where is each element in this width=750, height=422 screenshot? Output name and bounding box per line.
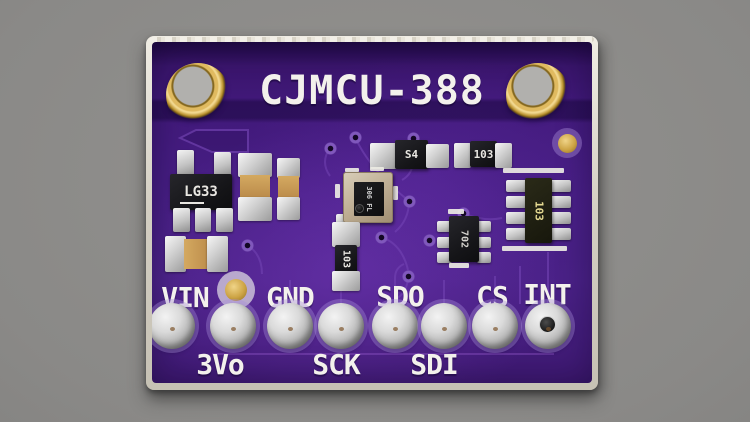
solder-pad-int (525, 303, 571, 349)
regulator-lead (173, 208, 190, 232)
via (402, 270, 415, 283)
pin-label-sdi: SDI (410, 348, 459, 381)
diode-chip: S4 (395, 140, 428, 169)
sensor-silk-tick (335, 184, 340, 198)
rnet-lead (506, 228, 528, 240)
ic-chip: 702 (449, 216, 479, 262)
via (403, 195, 416, 208)
diode-marking: S4 (404, 148, 419, 161)
solder-pad-sdi (421, 303, 467, 349)
rnet-lead (506, 196, 528, 208)
capacitor-terminal (238, 153, 272, 177)
rnet-silk-line (502, 246, 567, 251)
regulator-lead (195, 208, 211, 232)
solder-pad-sck (318, 303, 364, 349)
gold-via-top-right (558, 134, 577, 153)
resistor-pad (454, 143, 471, 168)
solder-pad-gnd (267, 303, 313, 349)
resistor-top-chip: 103 (470, 141, 497, 167)
pcb-surface: CJMCU-388 LG33 (152, 42, 592, 383)
solder-pad-vin (152, 303, 195, 349)
capacitor-terminal (277, 158, 300, 178)
mounting-hole-left (166, 63, 230, 127)
pad-through-hole (539, 316, 556, 333)
rnet-chip: 103 (525, 178, 552, 243)
capacitor-terminal (277, 197, 300, 220)
gold-via-left (225, 279, 247, 301)
resistor-pad (332, 222, 360, 247)
rnet-marking: 103 (532, 200, 545, 221)
solder-pad-3vo (210, 303, 256, 349)
resistor-top-marking: 103 (473, 147, 494, 161)
rnet-lead (549, 196, 571, 208)
rnet-lead (549, 228, 571, 240)
ic-lead (437, 237, 452, 248)
regulator-lead (214, 152, 231, 176)
ic-lead (437, 252, 452, 263)
pressure-sensor: 306 FL (343, 172, 393, 223)
board-title: CJMCU-388 (259, 68, 485, 114)
regulator-lead (177, 150, 194, 176)
sensor-silk-tick (393, 186, 398, 200)
capacitor-terminal (238, 197, 272, 221)
capacitor-body (184, 239, 209, 269)
diode-pad (370, 143, 397, 169)
regulator-lead (216, 208, 233, 232)
via (241, 239, 254, 252)
solder-pad-cs (472, 303, 518, 349)
rnet-lead (549, 212, 571, 224)
regulator-chip: LG33 (170, 174, 232, 210)
ic-lead (477, 237, 491, 248)
resistor-pad (332, 271, 360, 291)
ic-silk-tick (448, 209, 464, 214)
sensor-port-hole (355, 204, 364, 213)
resistor-pad (495, 143, 512, 168)
ic-lead (477, 221, 491, 232)
solder-pad-sdo (372, 303, 418, 349)
capacitor-body (278, 176, 299, 199)
pcb-top-edge (150, 37, 594, 42)
via (423, 234, 436, 247)
regulator-marking: LG33 (184, 184, 218, 200)
resistor-mid-marking: 103 (340, 249, 352, 269)
rnet-silk-line (503, 168, 564, 173)
sensor-die: 306 FL (354, 182, 384, 216)
pin-label-sck: SCK (312, 348, 361, 381)
capacitor-terminal (207, 236, 228, 272)
via (375, 231, 388, 244)
diode-pad (426, 144, 449, 168)
capacitor-body (240, 175, 270, 198)
sensor-silk-tick (370, 167, 384, 171)
regulator-marking-underline (180, 202, 204, 204)
ic-lead (477, 252, 491, 263)
resistor-mid-chip: 103 (335, 245, 357, 273)
pin-label-3vo: 3Vo (196, 348, 245, 381)
pcb-board: CJMCU-388 LG33 (146, 36, 598, 390)
capacitor-terminal (165, 236, 186, 272)
sensor-marking: 306 FL (365, 186, 373, 212)
rnet-lead (506, 212, 528, 224)
ic-lead (437, 221, 452, 232)
copper-trace-layer (177, 129, 554, 355)
sensor-silk-tick (345, 168, 359, 172)
ic-marking: 702 (458, 229, 470, 249)
rnet-lead (549, 180, 571, 192)
mounting-hole-right (506, 63, 570, 127)
via (349, 131, 362, 144)
rnet-lead (506, 180, 528, 192)
via (324, 142, 337, 155)
ic-silk-tick (449, 263, 469, 268)
